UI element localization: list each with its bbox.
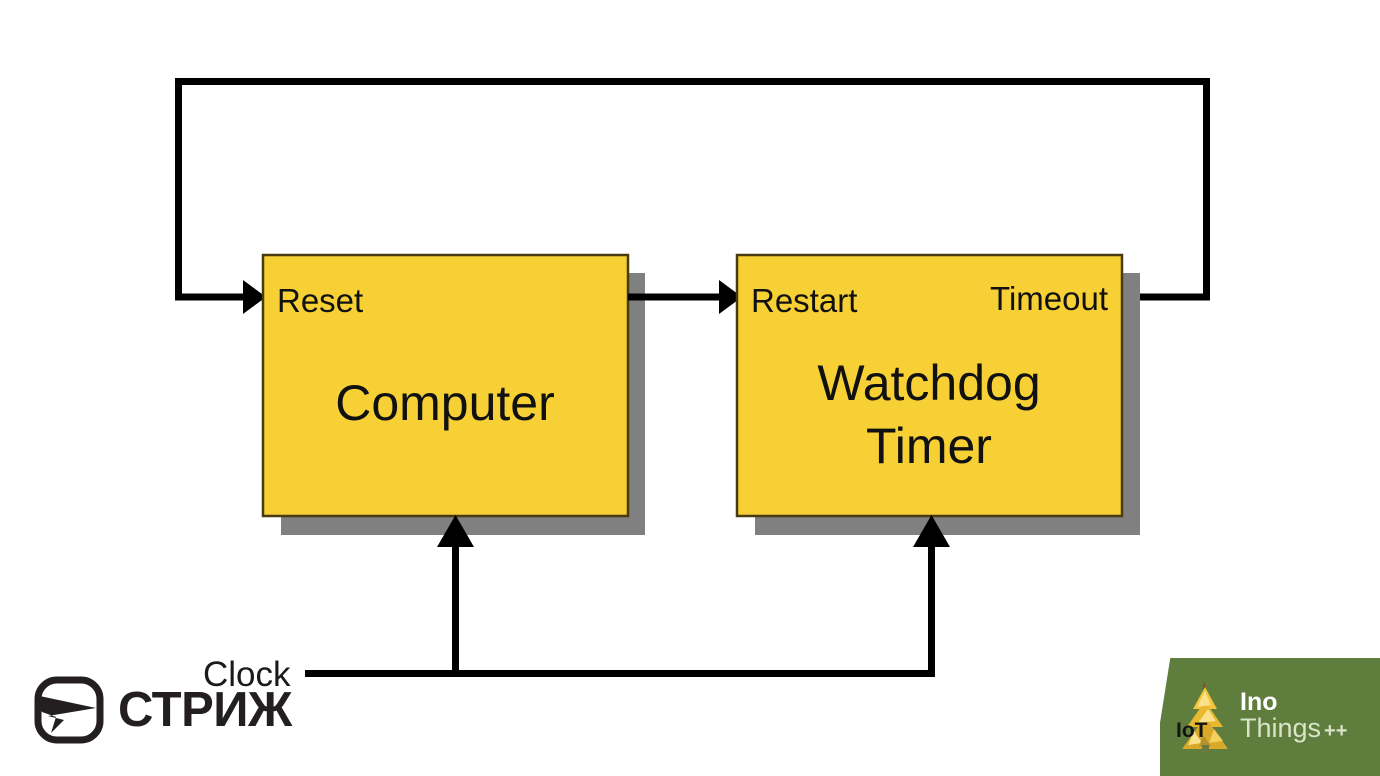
computer-block-body [261,253,630,518]
swift-bird-icon [34,676,108,744]
inothings-line2: Things [1240,713,1322,743]
inothings-suffix: ++ [1324,720,1348,742]
clock-signal-label: Clock [203,655,291,694]
watchdog-block-title-line1: Watchdog [817,355,1040,411]
signal-restart-path [628,280,742,314]
iot-badge-text: IoT [1176,719,1208,742]
block-computer[interactable]: Reset Computer [261,253,645,535]
computer-block-title: Computer [335,375,555,431]
strizh-wordmark: СТРИЖ [118,682,292,737]
signal-clock-path: Clock [203,515,950,694]
pine-tree-icon: IoT [1176,679,1232,753]
reset-arrowhead-icon [243,280,266,314]
watchdog-block-title-line2: Timer [866,418,992,474]
watchdog-port-restart-label: Restart [751,282,857,319]
inothings-line1: Ino [1240,688,1278,716]
block-watchdog-timer[interactable]: Restart Timeout Watchdog Timer [735,253,1140,535]
clock-arrowhead-computer-icon [437,515,474,547]
inothings-logo[interactable]: IoT Ino Things ++ [1160,656,1380,776]
restart-arrowhead-icon [719,280,742,314]
signal-reset-feedback-path [175,78,1210,314]
computer-port-reset-label: Reset [277,282,363,319]
strizh-logo[interactable]: СТРИЖ [34,676,292,744]
watchdog-block-body [735,253,1124,518]
clock-arrowhead-watchdog-icon [913,515,950,547]
watchdog-port-timeout-label: Timeout [990,280,1108,317]
